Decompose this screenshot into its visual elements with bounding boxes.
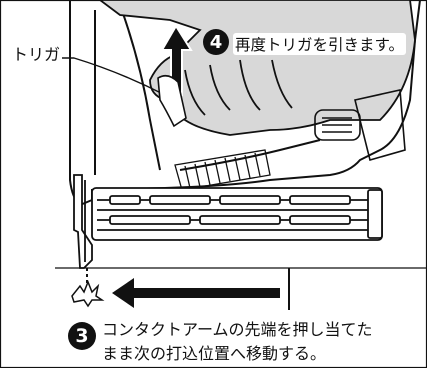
step4-text: 再度トリガを引きます。 (233, 33, 406, 55)
handle-details (314, 89, 406, 161)
contact-arm (73, 174, 93, 269)
trigger-leader-line (60, 57, 166, 96)
vent-grille (174, 149, 271, 191)
left-arrow-icon (112, 278, 280, 308)
trigger (157, 74, 187, 128)
step3-number-badge: 3 (68, 322, 96, 350)
step3-text-line1: コンタクトアームの先端を押し当てた (102, 320, 373, 339)
impact-spark-icon (71, 279, 105, 308)
trigger-label: トリガ (10, 41, 63, 65)
step4-number-badge: 4 (203, 29, 229, 55)
magazine (91, 187, 383, 241)
step3-text-line2: まま次の打込位置へ移動する。 (102, 344, 327, 363)
